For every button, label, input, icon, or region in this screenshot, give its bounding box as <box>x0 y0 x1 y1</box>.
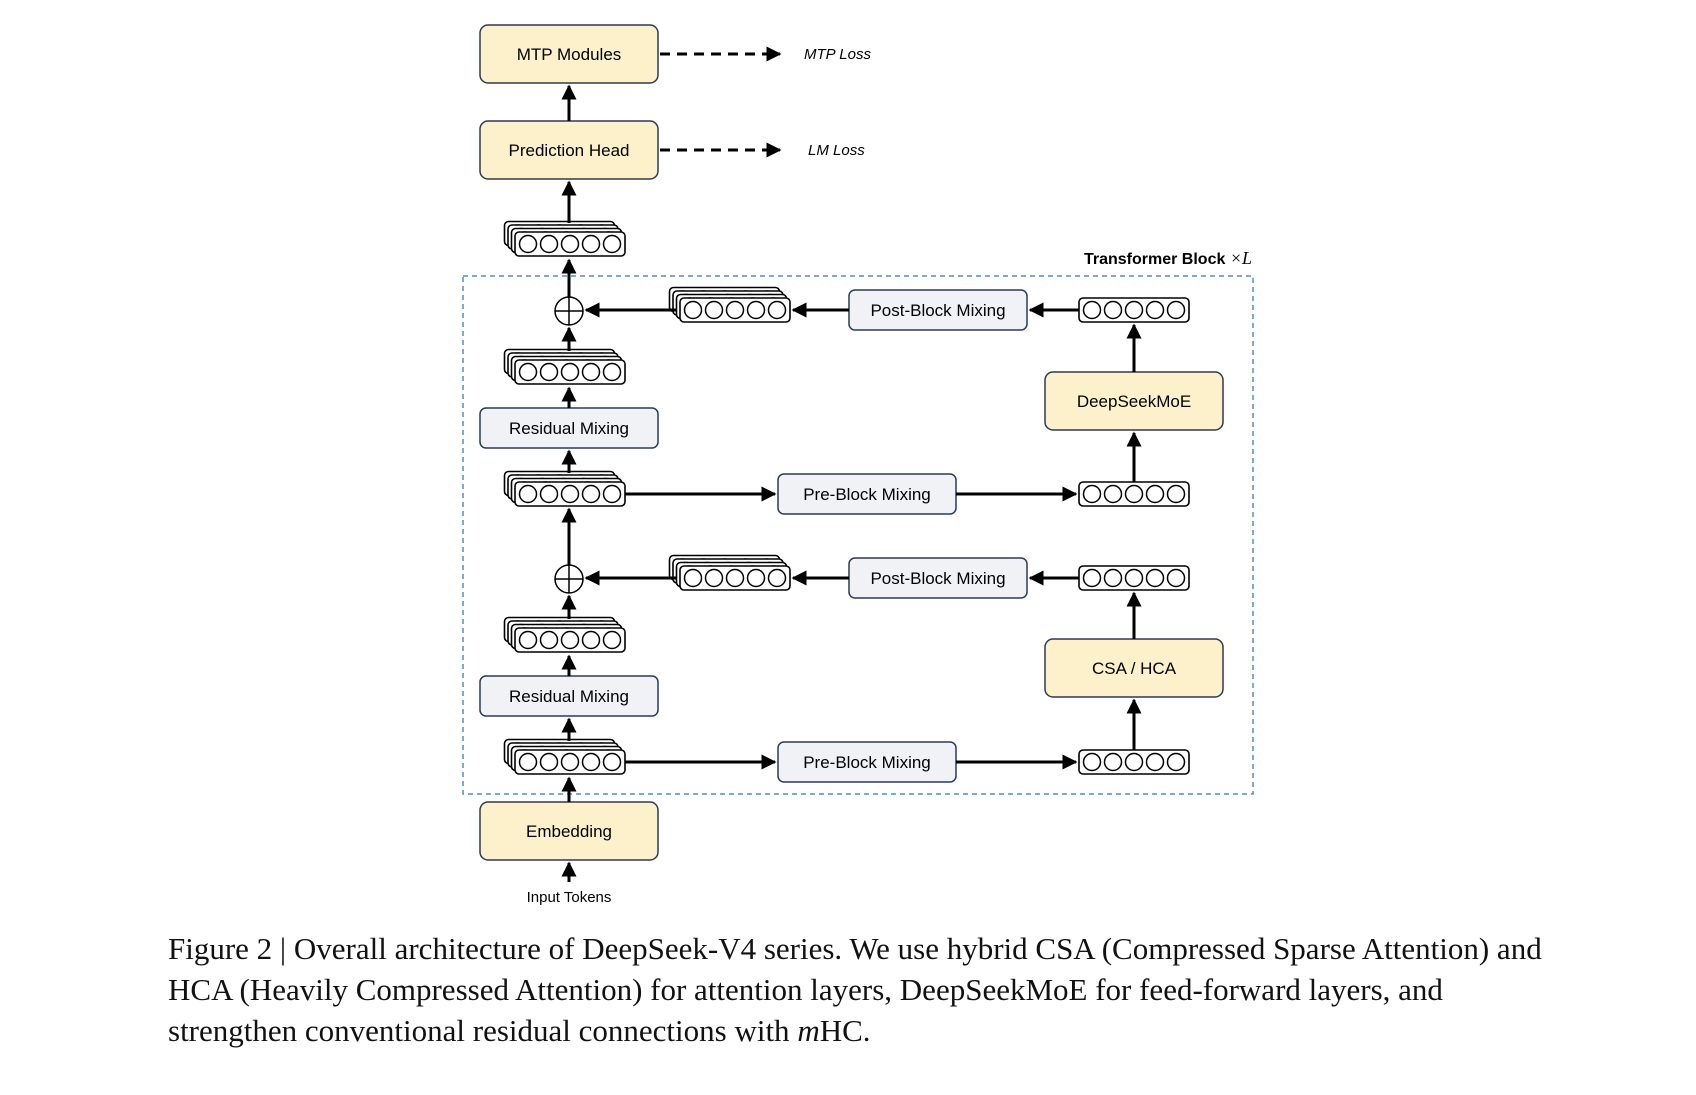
vector-single-attn-out <box>1078 565 1190 591</box>
input-tokens-label: Input Tokens <box>527 889 612 906</box>
residual-mixing-bottom-label: Residual Mixing <box>509 687 629 706</box>
pre-block-mixing-top-label: Pre-Block Mixing <box>803 485 931 504</box>
vector-stack-output <box>503 220 626 257</box>
residual-mixing-top-label: Residual Mixing <box>509 419 629 438</box>
residual-stream-vectors <box>503 220 1190 775</box>
csa-hca-box: CSA / HCA <box>1044 638 1224 698</box>
post-block-mixing-top-label: Post-Block Mixing <box>870 301 1005 320</box>
residual-add-bottom-icon <box>554 564 584 594</box>
vector-single-moe-in <box>1078 481 1190 507</box>
mtp-modules-box: MTP Modules <box>479 24 659 84</box>
vector-stack-after-residual-bottom <box>503 616 626 653</box>
vector-stack-post-bottom <box>668 554 791 591</box>
pre-block-mixing-bottom-box: Pre-Block Mixing <box>777 741 957 783</box>
mtp-modules-label: MTP Modules <box>517 45 622 64</box>
vector-stack-input <box>503 738 626 775</box>
vector-stack-before-residual-top <box>503 470 626 507</box>
residual-mixing-bottom-box: Residual Mixing <box>479 675 659 717</box>
post-block-mixing-top-box: Post-Block Mixing <box>848 289 1028 331</box>
vector-single-attn-in <box>1078 749 1190 775</box>
embedding-box: Embedding <box>479 801 659 861</box>
lm-loss-label: LM Loss <box>808 142 865 159</box>
post-block-mixing-bottom-box: Post-Block Mixing <box>848 557 1028 599</box>
vector-stack-post-top <box>668 286 791 323</box>
transformer-block-title: Transformer Block ×L <box>1084 248 1252 268</box>
prediction-head-box: Prediction Head <box>479 120 659 180</box>
vector-single-moe-out <box>1078 297 1190 323</box>
pre-block-mixing-bottom-label: Pre-Block Mixing <box>803 753 931 772</box>
mtp-loss-label: MTP Loss <box>804 46 871 63</box>
post-block-mixing-bottom-label: Post-Block Mixing <box>870 569 1005 588</box>
deepseek-moe-box: DeepSeekMoE <box>1044 371 1224 431</box>
csa-hca-label: CSA / HCA <box>1092 659 1177 678</box>
residual-add-top-icon <box>554 296 584 326</box>
architecture-diagram: Transformer Block ×L MTP Modules Predict… <box>462 24 1254 906</box>
flow-arrows <box>561 84 1142 882</box>
vector-stack-after-residual-top <box>503 348 626 385</box>
prediction-head-label: Prediction Head <box>509 141 630 160</box>
residual-mixing-top-box: Residual Mixing <box>479 407 659 449</box>
embedding-label: Embedding <box>526 822 612 841</box>
deepseek-moe-label: DeepSeekMoE <box>1077 392 1191 411</box>
pre-block-mixing-top-box: Pre-Block Mixing <box>777 473 957 515</box>
transformer-block-frame <box>462 275 1254 795</box>
figure-caption: Figure 2 | Overall architecture of DeepS… <box>168 931 1542 1048</box>
